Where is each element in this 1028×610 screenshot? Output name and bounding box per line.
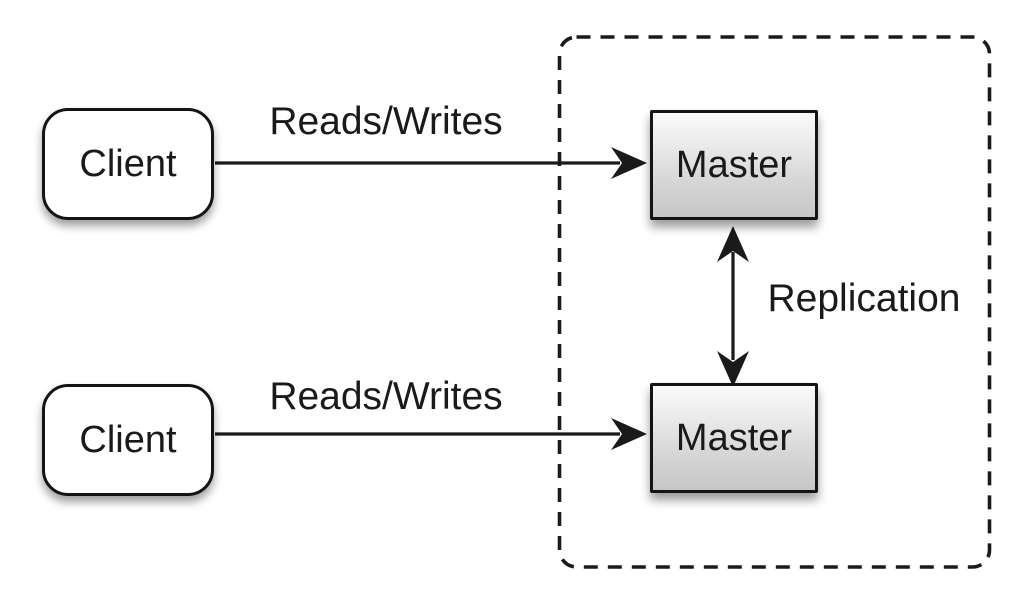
arrow-replication xyxy=(717,226,749,387)
client-node-top-label: Client xyxy=(79,143,177,185)
master-node-top-label: Master xyxy=(675,144,793,186)
client-node-top: Client xyxy=(42,108,214,220)
arrowhead-down xyxy=(717,351,749,387)
replication-label: Replication xyxy=(767,277,961,320)
master-node-bottom-label: Master xyxy=(675,417,793,459)
master-node-top: Master xyxy=(650,110,818,220)
reads-writes-label-top: Reads/Writes xyxy=(269,100,503,143)
master-node-bottom: Master xyxy=(650,383,818,493)
client-node-bottom: Client xyxy=(42,384,214,496)
arrowhead-up xyxy=(717,226,749,262)
arrow-reads-writes-bottom xyxy=(215,418,647,450)
reads-writes-label-bottom: Reads/Writes xyxy=(269,375,503,418)
arrow-reads-writes-top xyxy=(215,147,647,179)
arrowhead-right-bottom xyxy=(611,418,647,450)
arrowhead-right-top xyxy=(611,147,647,179)
client-node-bottom-label: Client xyxy=(79,419,177,461)
